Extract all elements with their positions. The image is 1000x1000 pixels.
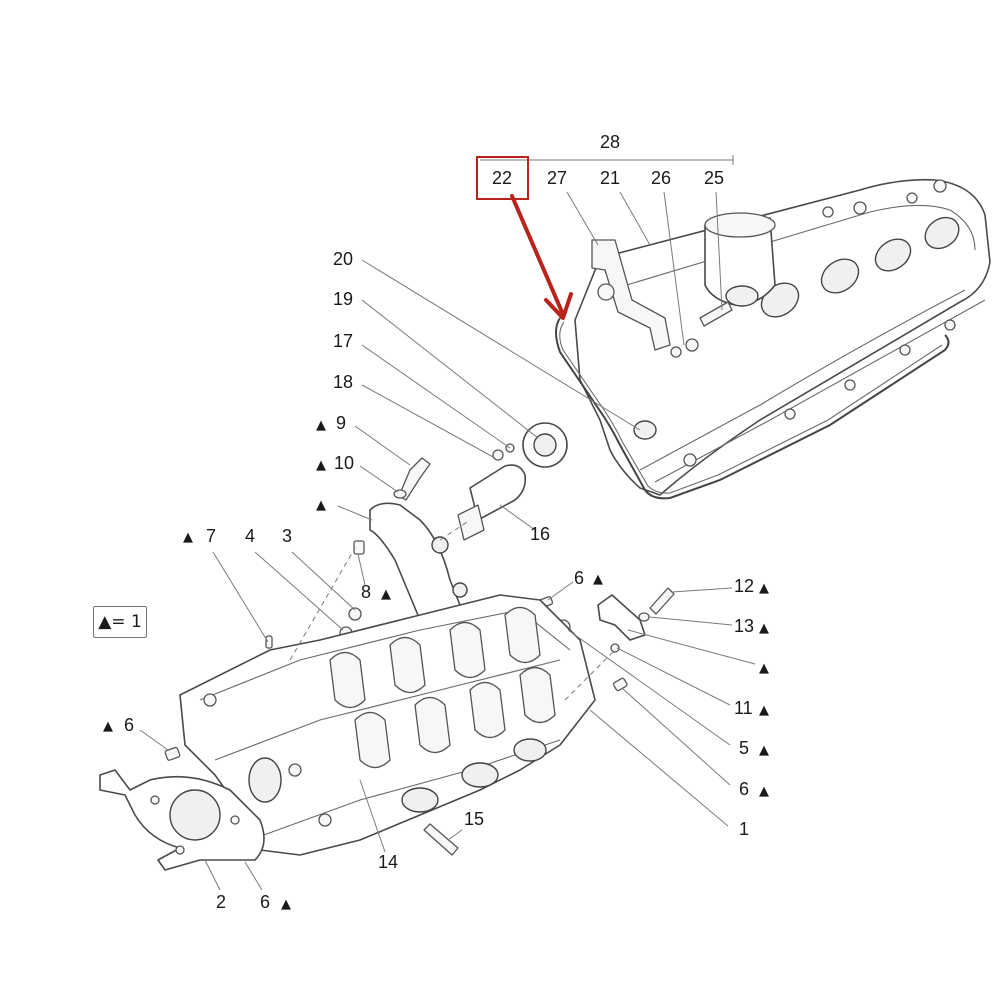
bracket[interactable] — [591, 239, 671, 351]
callout-5: 5 — [739, 738, 749, 758]
cam-cover[interactable] — [574, 178, 991, 496]
legend-box: ▲= 1 — [93, 606, 147, 638]
callout-17: 17 — [333, 331, 353, 351]
callout-11: 11 — [734, 698, 753, 718]
callout-12: 12 — [734, 576, 754, 596]
marker-triangle: ▲ — [316, 458, 326, 473]
callout-20: 20 — [333, 249, 353, 269]
marker-triangle: ▲ — [381, 587, 391, 602]
callout-6: 6 — [574, 568, 584, 588]
callout-2: 2 — [216, 892, 226, 912]
callout-22: 22 — [492, 168, 512, 188]
callout-27: 27 — [547, 168, 567, 188]
marker-triangle: ▲ — [759, 784, 769, 799]
marker-triangle: ▲ — [593, 572, 603, 587]
callout-labels: 28 22 27 21 26 25 20 19 17 18 ▲ 9 ▲ 10 ▲… — [103, 132, 769, 912]
bearing-cap-small[interactable] — [597, 587, 675, 653]
marker-triangle: ▲ — [183, 530, 193, 545]
callout-8: 8 — [361, 582, 371, 602]
marker-triangle: ▲ — [316, 498, 326, 513]
callout-14: 14 — [378, 852, 398, 872]
marker-triangle: ▲ — [759, 621, 769, 636]
callout-19: 19 — [333, 289, 353, 309]
callout-6: 6 — [260, 892, 270, 912]
marker-triangle: ▲ — [103, 719, 113, 734]
callout-4: 4 — [245, 526, 255, 546]
highlight-arrow — [510, 194, 573, 320]
solenoid-valve[interactable] — [457, 443, 527, 541]
legend-text: ▲= 1 — [98, 612, 142, 632]
stud[interactable] — [423, 823, 459, 856]
marker-triangle: ▲ — [281, 897, 291, 912]
cover-gasket[interactable] — [555, 317, 950, 500]
marker-triangle: ▲ — [316, 418, 326, 433]
callout-13: 13 — [734, 616, 754, 636]
marker-triangle: ▲ — [759, 581, 769, 596]
marker-triangle: ▲ — [759, 661, 769, 676]
marker-triangle: ▲ — [759, 703, 769, 718]
callout-16: 16 — [530, 524, 550, 544]
leader-lines — [139, 155, 756, 891]
callout-7: 7 — [206, 526, 216, 546]
callout-26: 26 — [651, 168, 671, 188]
callout-21: 21 — [600, 168, 620, 188]
callout-28: 28 — [600, 132, 620, 152]
cylinder-head[interactable] — [179, 594, 596, 856]
callout-15: 15 — [464, 809, 484, 829]
head-gasket[interactable] — [99, 769, 265, 871]
callout-6: 6 — [739, 779, 749, 799]
oil-seal[interactable] — [522, 422, 568, 468]
callout-3: 3 — [282, 526, 292, 546]
callout-6: 6 — [124, 715, 134, 735]
callout-10: 10 — [334, 453, 354, 473]
screw[interactable] — [699, 301, 733, 327]
callout-9: 9 — [336, 413, 346, 433]
callout-1: 1 — [739, 819, 749, 839]
callout-25: 25 — [704, 168, 724, 188]
highlight-box-part-22 — [476, 156, 529, 200]
callout-18: 18 — [333, 372, 353, 392]
marker-triangle: ▲ — [759, 743, 769, 758]
